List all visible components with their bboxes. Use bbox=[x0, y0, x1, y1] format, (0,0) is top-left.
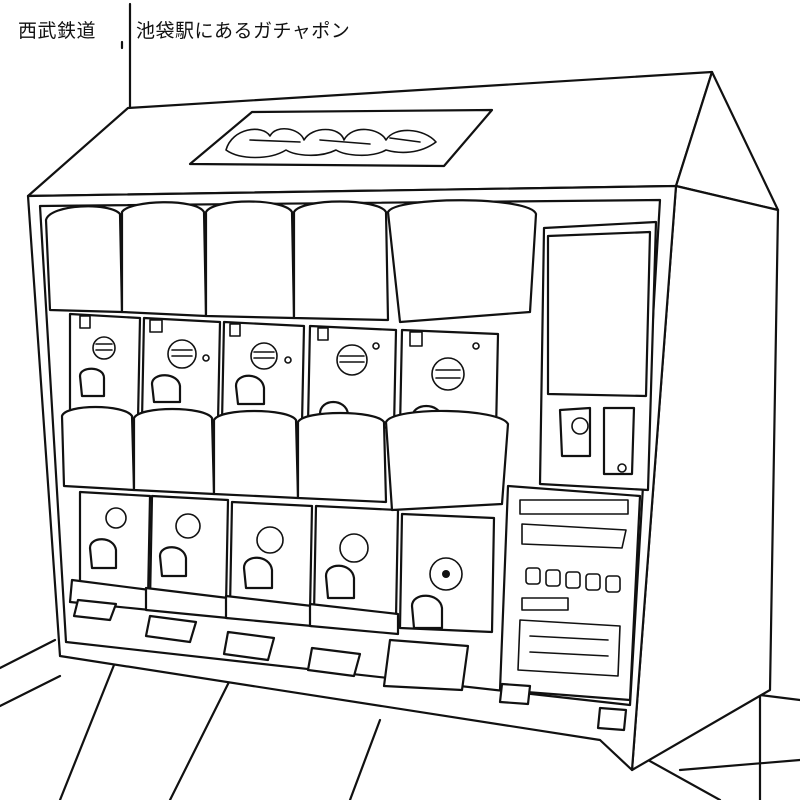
coin-changer-panel-icon bbox=[498, 220, 658, 732]
lower-unit-5 bbox=[382, 409, 510, 692]
capsule-trays bbox=[72, 598, 362, 678]
upper-unit-2 bbox=[120, 201, 222, 424]
wall-lines bbox=[120, 2, 132, 114]
selection-buttons bbox=[525, 567, 621, 593]
upper-unit-5 bbox=[386, 199, 538, 434]
caption-location: 池袋駅にあるガチャポン bbox=[136, 20, 351, 42]
lower-unit-4 bbox=[296, 411, 400, 636]
upper-tier bbox=[44, 199, 538, 434]
lower-unit-3 bbox=[212, 409, 314, 628]
gachapon-logo-sign-icon bbox=[188, 108, 494, 168]
upper-unit-4 bbox=[292, 200, 398, 430]
upper-unit-3 bbox=[204, 200, 306, 426]
upper-unit-1 bbox=[44, 205, 142, 422]
caption-company: 西武鉄道 bbox=[18, 20, 97, 42]
lower-tier bbox=[60, 405, 510, 692]
